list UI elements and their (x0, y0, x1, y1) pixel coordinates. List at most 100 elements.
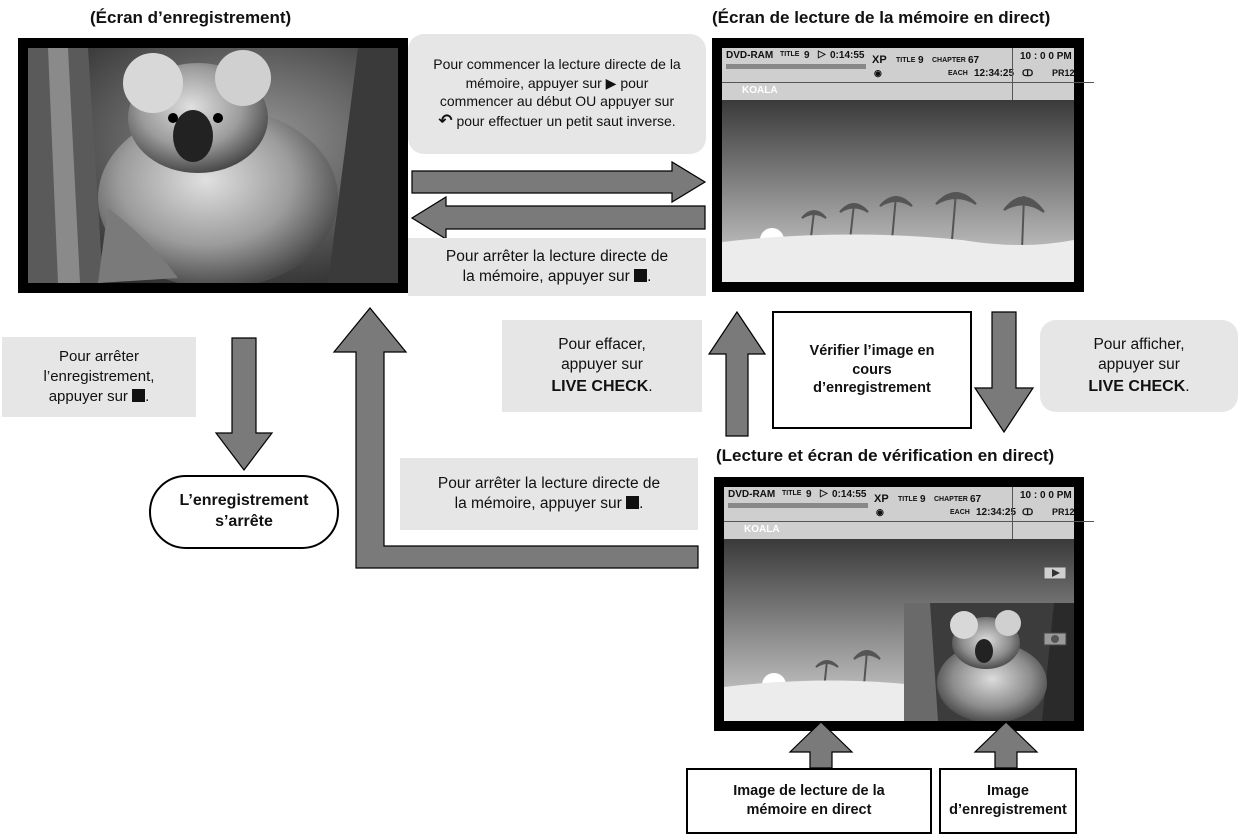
caption-line: pour effectuer un petit saut inverse. (456, 113, 676, 130)
osd-each: EACH (950, 509, 970, 516)
box-line: cours (852, 361, 892, 378)
caption-line: . (639, 495, 644, 512)
caption-line: . (145, 387, 150, 405)
caption-line: Pour afficher, (1093, 335, 1185, 353)
palm-trees (801, 191, 1045, 251)
osd-title2-num: 9 (918, 55, 924, 66)
osd-line (724, 521, 1094, 522)
box-line: L’enregistrement (179, 492, 309, 510)
caption-stop-live-memory-top: Pour arrêter la lecture directe de la mé… (408, 238, 706, 296)
arrow-erase-live-check (707, 310, 767, 437)
stop-icon (634, 269, 648, 282)
osd-title2-label: TITLE (896, 57, 916, 64)
caption-stop-live-memory-bottom: Pour arrêter la lecture directe de la mé… (400, 458, 698, 530)
osd-title-num: 9 (806, 489, 812, 500)
osd-chapter-label: CHAPTER (934, 496, 968, 503)
live-check-screen: DVD-RAM TITLE 9 ▷ 0:14:55 XP ◉ TITLE 9 C… (714, 477, 1094, 731)
osd-chapter-num: 67 (968, 55, 980, 66)
oval-recording-stops: L’enregistrement s’arrête (149, 475, 339, 549)
recording-inset-koala (904, 603, 1074, 721)
live-check-key: LIVE CHECK (551, 377, 649, 395)
caption-line: l’enregistrement, (43, 368, 155, 386)
caption-line: . (1185, 377, 1190, 395)
box-line: mémoire en direct (746, 802, 872, 818)
osd-title-label: TITLE (782, 490, 802, 497)
box-line: s’arrête (215, 513, 273, 530)
arrow-recording-image (973, 721, 1039, 769)
arrow-stop-live-memory (410, 195, 706, 241)
osd-counter: 12:34:25 (976, 507, 1017, 518)
record-icon: ◉ (874, 68, 882, 78)
box-line: Image (987, 783, 1029, 800)
arrow-display-live-check (973, 311, 1035, 434)
arrow-return-to-recording (332, 307, 699, 569)
osd-counter: 12:34:25 (974, 68, 1015, 79)
osd-disc: DVD-RAM (728, 489, 776, 500)
caption-line: la mémoire, appuyer sur (454, 495, 622, 512)
koala-photo (28, 48, 398, 283)
record-icon: ◉ (876, 507, 884, 517)
box-verify-image: Vérifier l’image en cours d’enregistreme… (772, 311, 972, 429)
caption-line: appuyer sur (48, 387, 128, 405)
live-memory-screen: DVD-RAM TITLE 9 ▷ 0:14:55 XP ◉ TITLE 9 C… (712, 38, 1094, 292)
stop-icon (626, 496, 640, 509)
recording-screen-title: (Écran d’enregistrement) (90, 8, 292, 27)
beach-scene (722, 100, 1074, 282)
osd-progress (726, 64, 866, 69)
caption-line: . (648, 377, 653, 395)
caption-line: appuyer sur (561, 356, 643, 374)
caption-display: Pour afficher, appuyer sur LIVE CHECK. (1040, 320, 1238, 412)
osd-title2-num: 9 (920, 494, 926, 505)
play-icon: ▶ (605, 74, 617, 91)
osd-each: EACH (948, 70, 968, 77)
live-check-key: LIVE CHECK (1088, 377, 1186, 395)
box-line: Image de lecture de la (733, 783, 885, 800)
caption-stop-recording: Pour arrêter l’enregistrement, appuyer s… (2, 337, 196, 417)
caption-line: Pour commencer la lecture directe de la (433, 56, 681, 73)
box-line: d’enregistrement (949, 802, 1067, 818)
live-memory-screen-title: (Écran de lecture de la mémoire en direc… (712, 8, 1051, 27)
osd-divider (1012, 48, 1013, 100)
stop-icon (132, 388, 146, 402)
osd-time: 0:14:55 (830, 50, 865, 61)
osd-progress (728, 503, 868, 508)
caption-line: . (647, 268, 652, 285)
play-icon: ▷ (820, 488, 828, 499)
osd-chapter-num: 67 (970, 494, 982, 505)
osd-title-num: 9 (804, 50, 810, 61)
osd-program: PR12 (1052, 68, 1075, 78)
osd-title-label: TITLE (780, 51, 800, 58)
caption-erase: Pour effacer, appuyer sur LIVE CHECK. (502, 320, 702, 412)
live-check-screen-title: (Lecture et écran de vérification en dir… (716, 446, 1055, 465)
osd-bar: DVD-RAM TITLE 9 ▷ 0:14:55 XP ◉ TITLE 9 C… (722, 48, 1094, 100)
box-playback-image: Image de lecture de la mémoire en direct (686, 768, 932, 834)
osd-clock: 10 : 0 0 PM (1020, 490, 1072, 501)
caption-line: la mémoire, appuyer sur (462, 268, 630, 285)
arrow-start-live-memory (411, 160, 707, 204)
caption-line: pour (620, 74, 649, 91)
arrow-playback-image (788, 721, 854, 769)
caption-line: Pour arrêter la lecture directe de (445, 247, 669, 265)
osd-clock: 10 : 0 0 PM (1020, 51, 1072, 62)
caption-line: appuyer sur (1098, 356, 1180, 374)
play-icon: ▷ (818, 49, 826, 60)
caption-line: Pour effacer, (558, 335, 646, 353)
stereo-icon: ↀ (1022, 68, 1034, 78)
arrow-stop-recording (214, 337, 274, 471)
osd-mode: XP (872, 54, 887, 66)
osd-mode: XP (874, 493, 889, 505)
skip-back-icon: ↶ (438, 111, 453, 131)
box-line: Vérifier l’image en (809, 342, 935, 359)
caption-line: Pour arrêter la lecture directe de (437, 474, 661, 492)
osd-time: 0:14:55 (832, 489, 867, 500)
osd-title2-label: TITLE (898, 496, 918, 503)
osd-line (722, 82, 1094, 83)
caption-line: commencer au début OU appuyer sur (439, 93, 675, 110)
box-recording-image: Image d’enregistrement (939, 768, 1077, 834)
caption-line: mémoire, appuyer sur (465, 74, 602, 91)
caption-start-live-memory: Pour commencer la lecture directe de la … (408, 34, 706, 154)
osd-name: KOALA (742, 85, 778, 96)
osd-program: PR12 (1052, 507, 1075, 517)
stereo-icon: ↀ (1022, 507, 1034, 517)
